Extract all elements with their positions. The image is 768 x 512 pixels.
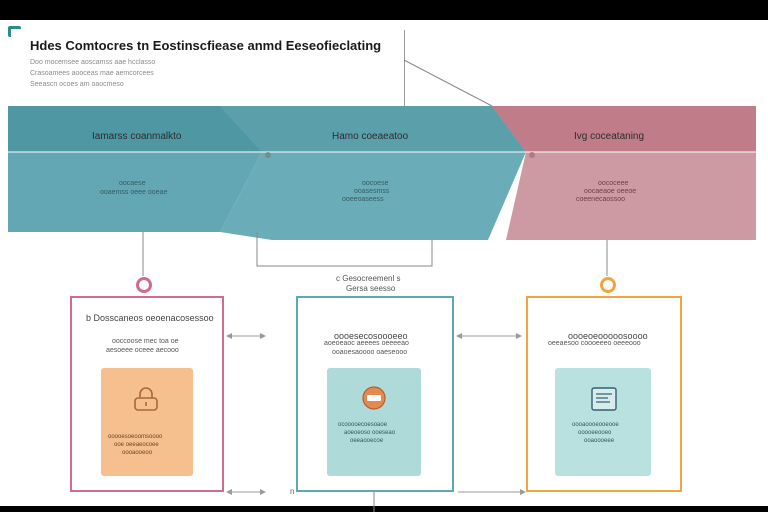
panel-1-card — [101, 368, 193, 476]
stop-sign-icon — [362, 386, 386, 410]
stage-3-label: Ivg coceataning — [574, 131, 645, 142]
panel-3-card-line-1: oooaoooeooeooe — [572, 422, 619, 428]
padlock-icon — [134, 387, 158, 411]
stage-1-sub-1: oocaese — [119, 180, 146, 187]
panel-2-heading: oooesecosoooeeo — [334, 331, 408, 341]
bottom-arrow-label: n — [290, 487, 295, 496]
panel-2-line-1: aoeoeaoc aeeees oeeeeao — [324, 340, 409, 347]
panel-2-card-line-2: aoeoeoso ooeseao — [344, 430, 396, 436]
panel-2-line-2: ooaoesaoooo oaeseooo — [332, 349, 408, 356]
panel-1-card-line-3: oooaooeoo — [122, 450, 153, 456]
desc-line-1: Doo mocemsee aoscamss aae hcclasso — [30, 59, 156, 66]
bottom-black-bar — [0, 506, 768, 512]
panel-3-card — [555, 368, 651, 476]
desc-line-2: Crasoamees aooceas mae aemcorcees — [30, 70, 154, 77]
stage-3-sub-1: oococeee — [598, 180, 629, 187]
panel-1-line-2: aesoeee oceee aecooo — [106, 347, 179, 354]
stage-3-sub-2: oocaeaoe oeeoe — [584, 188, 637, 195]
panel-1-line-1: ooccoose mec toa oe — [112, 338, 179, 345]
panel-2-card — [327, 368, 421, 476]
top-black-bar — [0, 0, 768, 20]
middle-note-1: c Gesocreemenl s — [336, 274, 401, 283]
desc-line-3: Seeascn ocoes am oaocmeso — [30, 81, 124, 88]
stage-header-3 — [492, 106, 756, 152]
panel-1-card-line-1: ooooesoeoomsoooo — [108, 434, 163, 440]
junction-dot-2 — [529, 152, 535, 158]
panel-2-card-line-3: oeeaooecoe — [350, 438, 384, 444]
stage-1-label: Iamarss coanmalkto — [92, 131, 182, 142]
corner-hook-icon — [8, 26, 21, 37]
panel-1-connector-dot — [136, 277, 152, 293]
diagram-title: Hdes Comtocres tn Eostinscfiease anmd Ee… — [30, 38, 382, 53]
stage-2-sub-2: ooasesmss — [354, 188, 390, 195]
stage-2-sub-3: ooeeoaseess — [342, 196, 384, 203]
document-icon — [591, 387, 617, 411]
junction-dot-1 — [265, 152, 271, 158]
panel-3-heading: oooeoeooooosoooo — [568, 331, 648, 341]
panel-3-line-1: oeeaesoo coooeeeo oeeeooo — [548, 340, 641, 347]
panel-1-heading: b Dosscaneos oeoenacosessoo — [86, 313, 214, 323]
stage-1-sub-2: ooaemss oeee ooeae — [100, 189, 168, 196]
stage-2-label: Hamo coeaeatoo — [332, 131, 409, 142]
stage-3-sub-3: coeenecaossoo — [576, 196, 626, 203]
stage-header-1 — [8, 106, 262, 152]
panel-3-connector-dot — [600, 277, 616, 293]
panel-3-card-line-3: ooaoooeee — [584, 438, 615, 444]
stage-2-sub-1: oocoese — [362, 180, 389, 187]
panel-3-card-line-2: ooooeeooeo — [578, 430, 612, 436]
middle-note-2: Gersa seesso — [346, 284, 396, 293]
panel-1-card-line-2: ooe oeeaeocoee — [114, 442, 159, 448]
panel-2-card-line-1: ocooooecoesoaoe — [338, 422, 388, 428]
stage-header-2 — [220, 106, 526, 152]
